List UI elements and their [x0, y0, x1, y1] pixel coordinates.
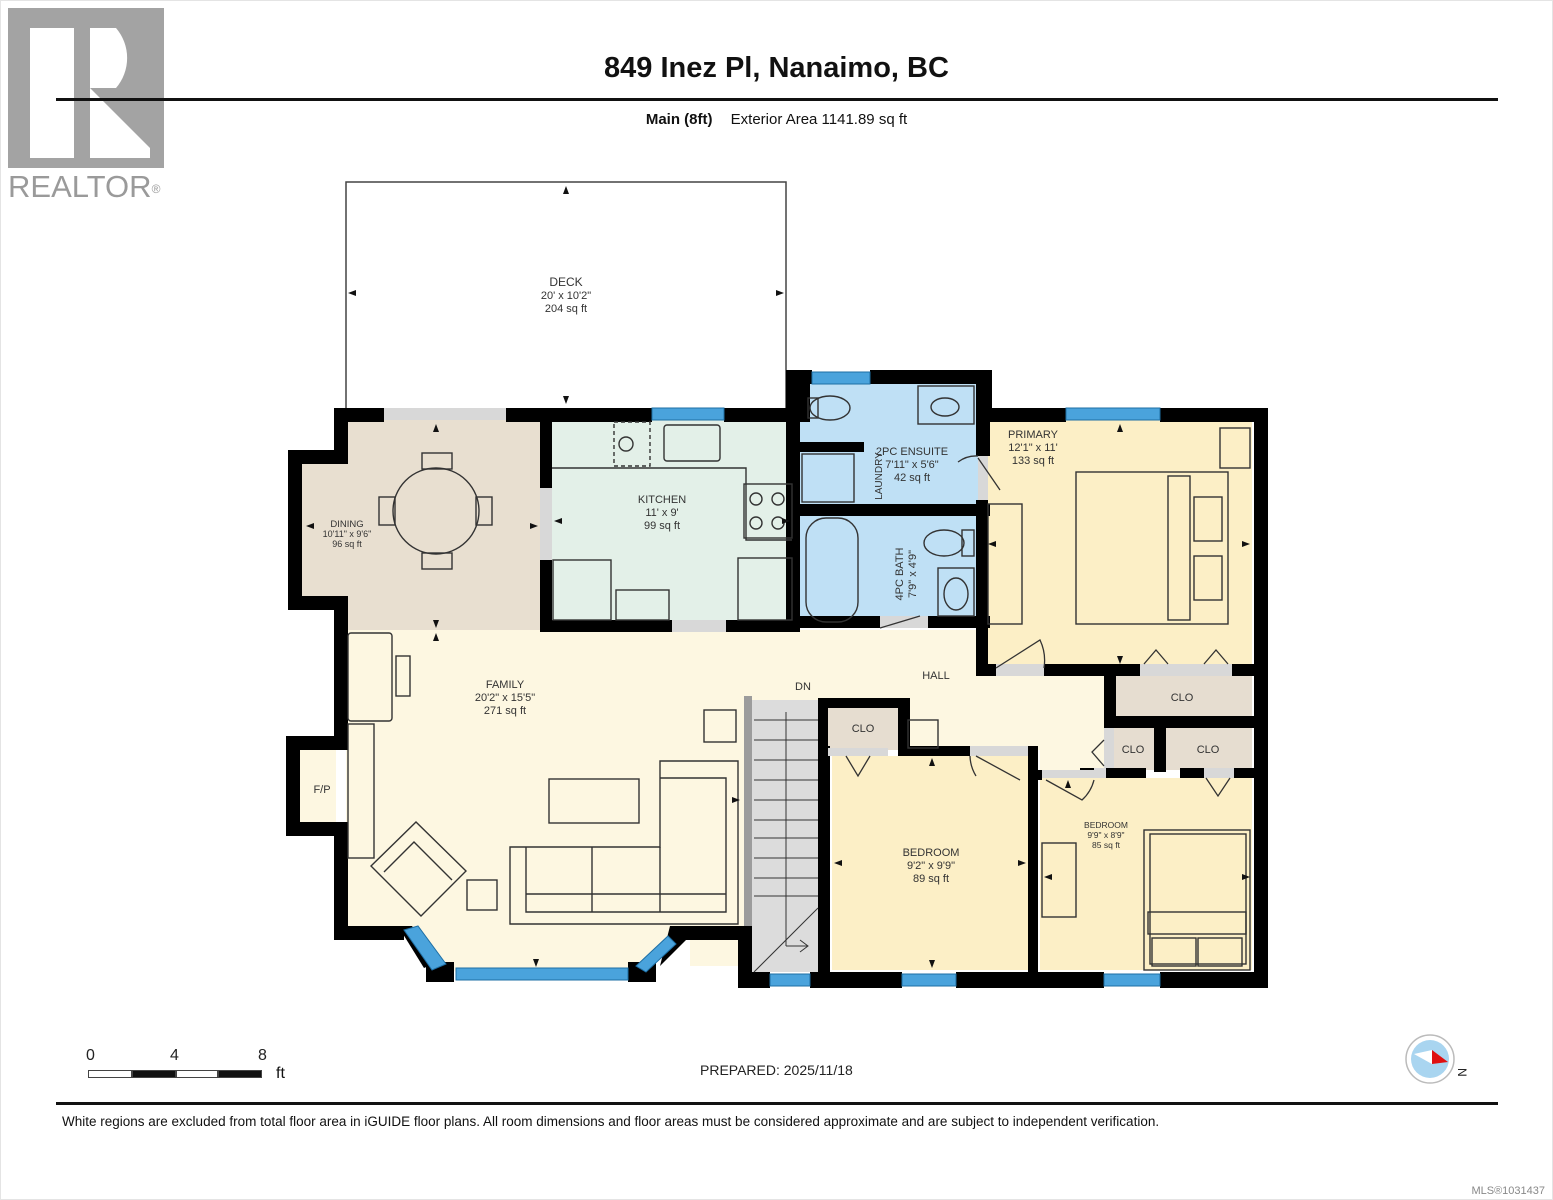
bedroom1-area: 89 sq ft [913, 873, 949, 885]
dining-dims: 10'11" x 9'6" [323, 529, 372, 539]
laundry-label: LAUNDRY [874, 452, 885, 500]
room-labels: DINING 10'11" x 9'6" 96 sq ft KITCHEN 11… [313, 429, 1219, 885]
dimension-arrows [306, 186, 1250, 968]
page-title: 849 Inez Pl, Nanaimo, BC [604, 52, 949, 84]
bedroom2-area: 85 sq ft [1092, 840, 1121, 850]
scale-tick-4: 4 [170, 1047, 179, 1064]
primary-bed-icon [987, 427, 1251, 625]
scale-segment [132, 1070, 176, 1078]
room-bedroom2 [1040, 778, 1252, 970]
closet-3 [1112, 728, 1154, 770]
bedroom2-dims: 9'9" x 8'9" [1087, 830, 1124, 840]
kitchen-area: 99 sq ft [644, 520, 680, 532]
exterior-area: Exterior Area 1141.89 sq ft [730, 111, 908, 128]
dining-name: DINING [330, 519, 363, 530]
family-dims: 20'2" x 15'5" [475, 692, 535, 704]
window [651, 407, 725, 421]
window [1065, 407, 1161, 421]
deck-dims: 20' x 10'2" [541, 290, 591, 302]
floor-subtitle: Main (8ft) Exterior Area 1141.89 sq ft [0, 111, 1553, 128]
registered-mark: ® [151, 182, 161, 196]
realtor-r-mark-icon [8, 8, 164, 168]
nightstand-icon [907, 719, 939, 749]
window [901, 973, 957, 987]
windows [403, 371, 1161, 987]
bedroom1-dims: 9'2" x 9'9" [907, 860, 955, 872]
room-deck: DECK 20' x 10'2" 204 sq ft [345, 181, 787, 411]
disclaimer-text: White regions are excluded from total fl… [62, 1114, 1160, 1129]
closet-label: CLO [852, 723, 875, 735]
dining-area: 96 sq ft [332, 539, 362, 549]
scale-segment [88, 1070, 132, 1078]
realtor-logo: REALTOR® [8, 8, 164, 204]
bedroom2-name: BEDROOM [1084, 820, 1128, 830]
ensuite-fixtures-icon [801, 385, 975, 503]
stairs-down-label: DN [795, 681, 811, 693]
stairs-icon [753, 712, 819, 973]
realtor-wordmark: REALTOR® [8, 170, 164, 204]
closet-2 [1112, 676, 1252, 718]
deck-area: 204 sq ft [545, 303, 587, 315]
hall-label: HALL [922, 670, 950, 682]
closet-1 [826, 706, 898, 750]
window [811, 371, 871, 385]
scale-bar: 0 4 8 ft [86, 1047, 296, 1087]
prepared-date: PREPARED: 2025/11/18 [700, 1062, 853, 1078]
bedroom2-bed-icon [1041, 829, 1251, 971]
scale-unit: ft [276, 1065, 285, 1082]
scale-segment [176, 1070, 218, 1078]
compass-north-label: N [1455, 1068, 1469, 1077]
door-openings [384, 408, 1234, 778]
family-name: FAMILY [486, 679, 525, 691]
window [635, 935, 677, 973]
title-divider [56, 98, 1498, 101]
window [769, 973, 811, 987]
closet-label: CLO [1171, 692, 1194, 704]
kitchen-counters-icon [552, 421, 793, 621]
scale-tick-0: 0 [86, 1047, 95, 1064]
level-label: Main (8ft) [645, 111, 713, 128]
primary-area: 133 sq ft [1012, 455, 1054, 467]
bedroom1-name: BEDROOM [903, 847, 960, 859]
bath-fixtures-icon [805, 517, 975, 623]
dining-table-icon [378, 452, 493, 570]
primary-dims: 12'1" x 11' [1008, 442, 1058, 454]
closet-label: CLO [1197, 744, 1220, 756]
fireplace-label: F/P [313, 784, 330, 796]
room-dining [300, 420, 540, 630]
ensuite-dims: 7'11" x 5'6" [885, 459, 938, 471]
window [1103, 973, 1161, 987]
scale-segment [218, 1070, 262, 1078]
room-fireplace [300, 748, 336, 830]
door-swings [845, 455, 1231, 801]
room-bedroom1 [832, 756, 1028, 970]
ensuite-area: 42 sq ft [894, 472, 930, 484]
primary-name: PRIMARY [1008, 429, 1059, 441]
footer-divider [56, 1102, 1498, 1105]
closet-4 [1166, 728, 1252, 770]
window [403, 925, 447, 971]
kitchen-name: KITCHEN [638, 494, 686, 506]
ensuite-name: 2PC ENSUITE [876, 446, 948, 458]
bath-dims: 7'9" x 4'9" [907, 550, 919, 598]
closet-label: CLO [1122, 744, 1145, 756]
room-primary [986, 420, 1252, 668]
compass-icon: N [1404, 1030, 1476, 1095]
deck-name: DECK [549, 275, 582, 289]
family-area: 271 sq ft [484, 705, 526, 717]
furniture [347, 385, 1251, 973]
bath-name: 4PC BATH [894, 547, 906, 600]
realtor-text: REALTOR [8, 169, 152, 204]
mls-number: MLS®1031437 [1471, 1185, 1545, 1197]
scale-tick-8: 8 [258, 1047, 267, 1064]
family-furniture-icon [347, 632, 739, 925]
window [455, 967, 629, 981]
kitchen-dims: 11' x 9' [645, 507, 678, 519]
